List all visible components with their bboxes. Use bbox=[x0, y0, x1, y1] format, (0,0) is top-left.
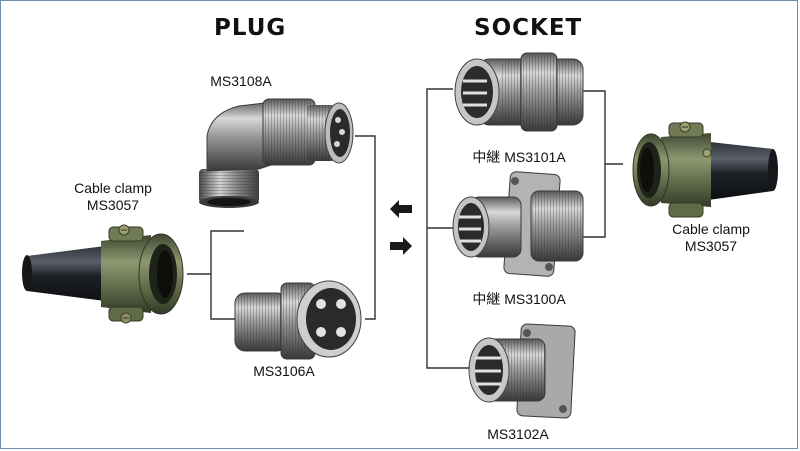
plug-heading: PLUG bbox=[214, 15, 287, 41]
label-cable-clamp-right-line2: MS3057 bbox=[684, 238, 738, 254]
label-cable-clamp-right: Cable clamp MS3057 bbox=[651, 221, 771, 255]
label-cable-clamp-right-line1: Cable clamp bbox=[672, 221, 750, 237]
arrow-right-icon bbox=[390, 237, 412, 255]
bracket-plugs-right bbox=[355, 135, 376, 320]
plug-ms3108a bbox=[199, 98, 354, 208]
bracket-sockets-right bbox=[581, 90, 606, 238]
connection-lines bbox=[187, 88, 623, 369]
direction-arrows bbox=[390, 200, 412, 255]
label-cable-clamp-left: Cable clamp MS3057 bbox=[53, 180, 173, 214]
bracket-left-plugs bbox=[210, 230, 244, 320]
label-ms3101a: 中継 MS3101A bbox=[472, 149, 566, 165]
socket-heading: SOCKET bbox=[474, 15, 583, 41]
label-ms3100a: 中継 MS3100A bbox=[472, 291, 566, 307]
plug-ms3106a bbox=[234, 280, 362, 360]
label-ms3108a: MS3108A bbox=[210, 73, 272, 89]
socket-ms3100a bbox=[452, 171, 584, 277]
cable-clamp-left bbox=[22, 224, 184, 324]
label-cable-clamp-left-line1: Cable clamp bbox=[74, 180, 152, 196]
label-ms3106a: MS3106A bbox=[253, 363, 315, 379]
socket-ms3101a bbox=[454, 52, 584, 132]
cable-clamp-right bbox=[632, 121, 778, 218]
label-ms3102a: MS3102A bbox=[487, 426, 549, 442]
label-cable-clamp-left-line2: MS3057 bbox=[86, 197, 140, 213]
socket-ms3102a bbox=[468, 323, 576, 419]
arrow-left-icon bbox=[390, 200, 412, 218]
